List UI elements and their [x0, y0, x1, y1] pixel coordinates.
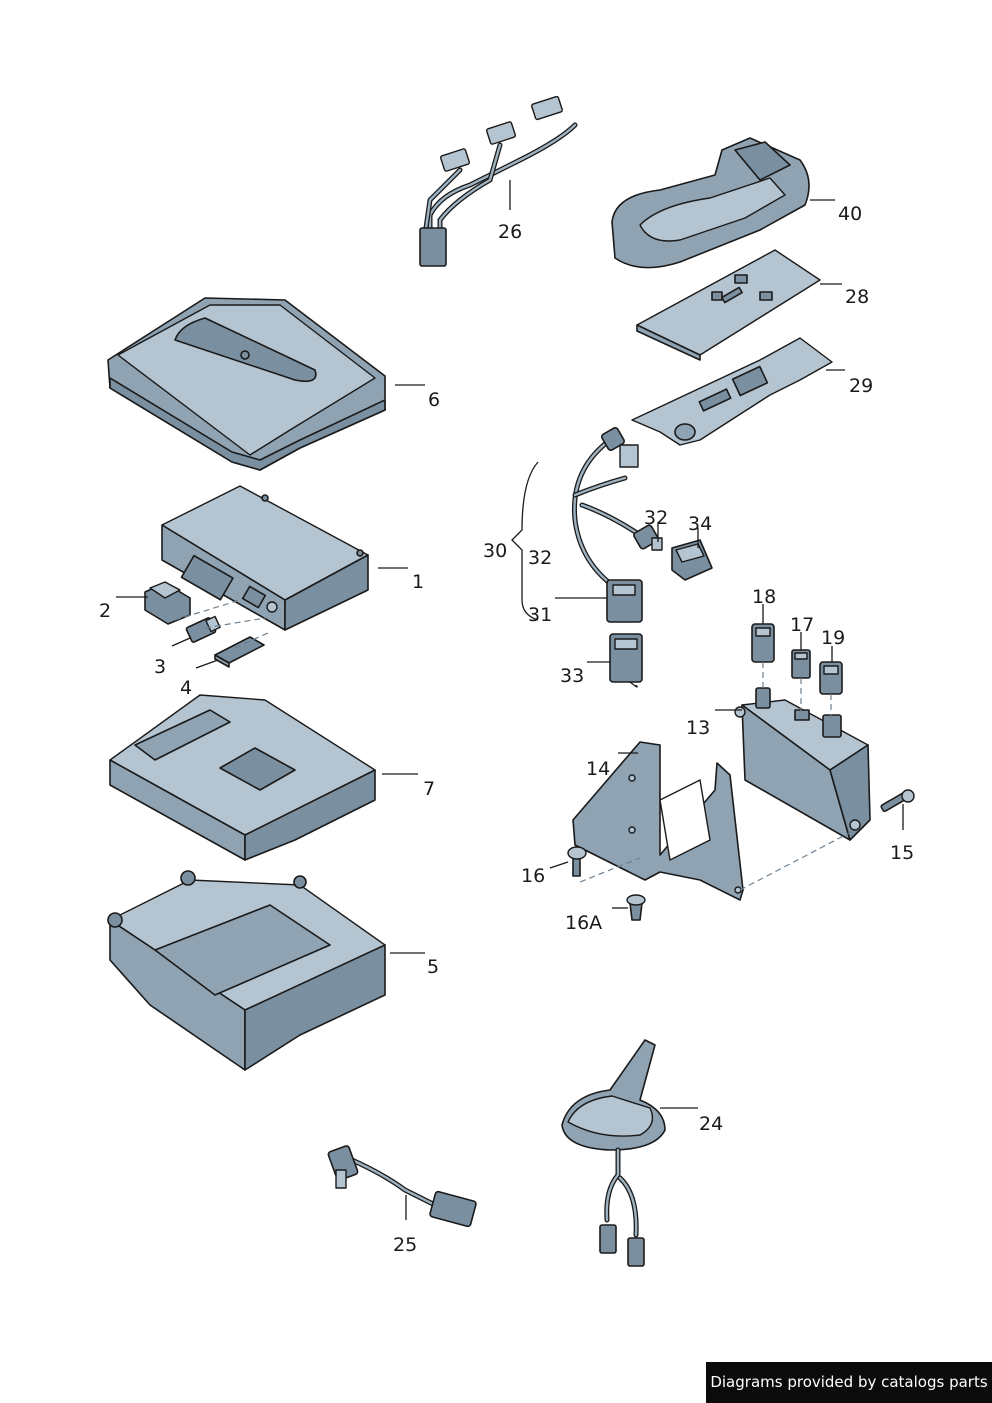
part-28-cover-plate [636, 249, 821, 361]
callout-16: 16 [521, 865, 545, 887]
part-25-antenna-lead [327, 1145, 477, 1228]
callout-1: 1 [412, 571, 424, 593]
part-2-connector [144, 581, 191, 625]
callout-5: 5 [427, 956, 439, 978]
part-40-housing-cover [611, 137, 810, 269]
part-13-receiver-unit [734, 687, 871, 841]
part-24-antenna [561, 1039, 666, 1267]
callout-32-bracket: 32 [528, 547, 552, 569]
callout-32: 32 [644, 507, 668, 529]
part-6-control-unit-housing [107, 297, 386, 471]
callout-7: 7 [423, 778, 435, 800]
callout-30: 30 [483, 540, 507, 562]
part-18-connector [751, 623, 775, 663]
callout-28: 28 [845, 286, 869, 308]
callout-40: 40 [838, 203, 862, 225]
callout-labels: 26 40 28 29 6 1 2 3 4 7 5 30 32 31 32 34… [99, 203, 914, 1256]
part-7-tray [109, 694, 376, 861]
callout-16a: 16A [565, 912, 602, 934]
part-17-connector [791, 649, 811, 679]
callout-26: 26 [498, 221, 522, 243]
callout-25: 25 [393, 1234, 417, 1256]
callout-2: 2 [99, 600, 111, 622]
part-3-connector [185, 615, 221, 643]
part-19-connector [819, 661, 843, 695]
callout-34: 34 [688, 513, 712, 535]
leader-lines [116, 180, 904, 1220]
callout-33: 33 [560, 665, 584, 687]
callout-17: 17 [790, 614, 814, 636]
part-15-screw [880, 789, 915, 813]
part-34-connector [671, 539, 713, 581]
callout-19: 19 [821, 627, 845, 649]
callout-18: 18 [752, 586, 776, 608]
part-29-circuit-board [631, 337, 833, 446]
callout-29: 29 [849, 375, 873, 397]
callout-14: 14 [586, 758, 610, 780]
part-16-bolt [567, 846, 587, 877]
part-14-mounting-bracket [572, 741, 744, 901]
callout-31: 31 [528, 604, 552, 626]
part-1-control-unit [161, 485, 369, 631]
callout-13: 13 [686, 717, 710, 739]
callout-4: 4 [180, 677, 192, 699]
part-16a-clip [626, 894, 646, 921]
callout-24: 24 [699, 1113, 723, 1135]
part-33-connector [609, 633, 643, 688]
callout-15: 15 [890, 842, 914, 864]
credits-banner: Diagrams provided by catalogs parts [706, 1362, 992, 1403]
part-4-card [214, 636, 265, 668]
part-26-wiring-harness [419, 95, 578, 267]
callout-3: 3 [154, 656, 166, 678]
part-5-bracket-frame [107, 870, 386, 1071]
part-30-cable-set [571, 427, 663, 623]
callout-6: 6 [428, 389, 440, 411]
